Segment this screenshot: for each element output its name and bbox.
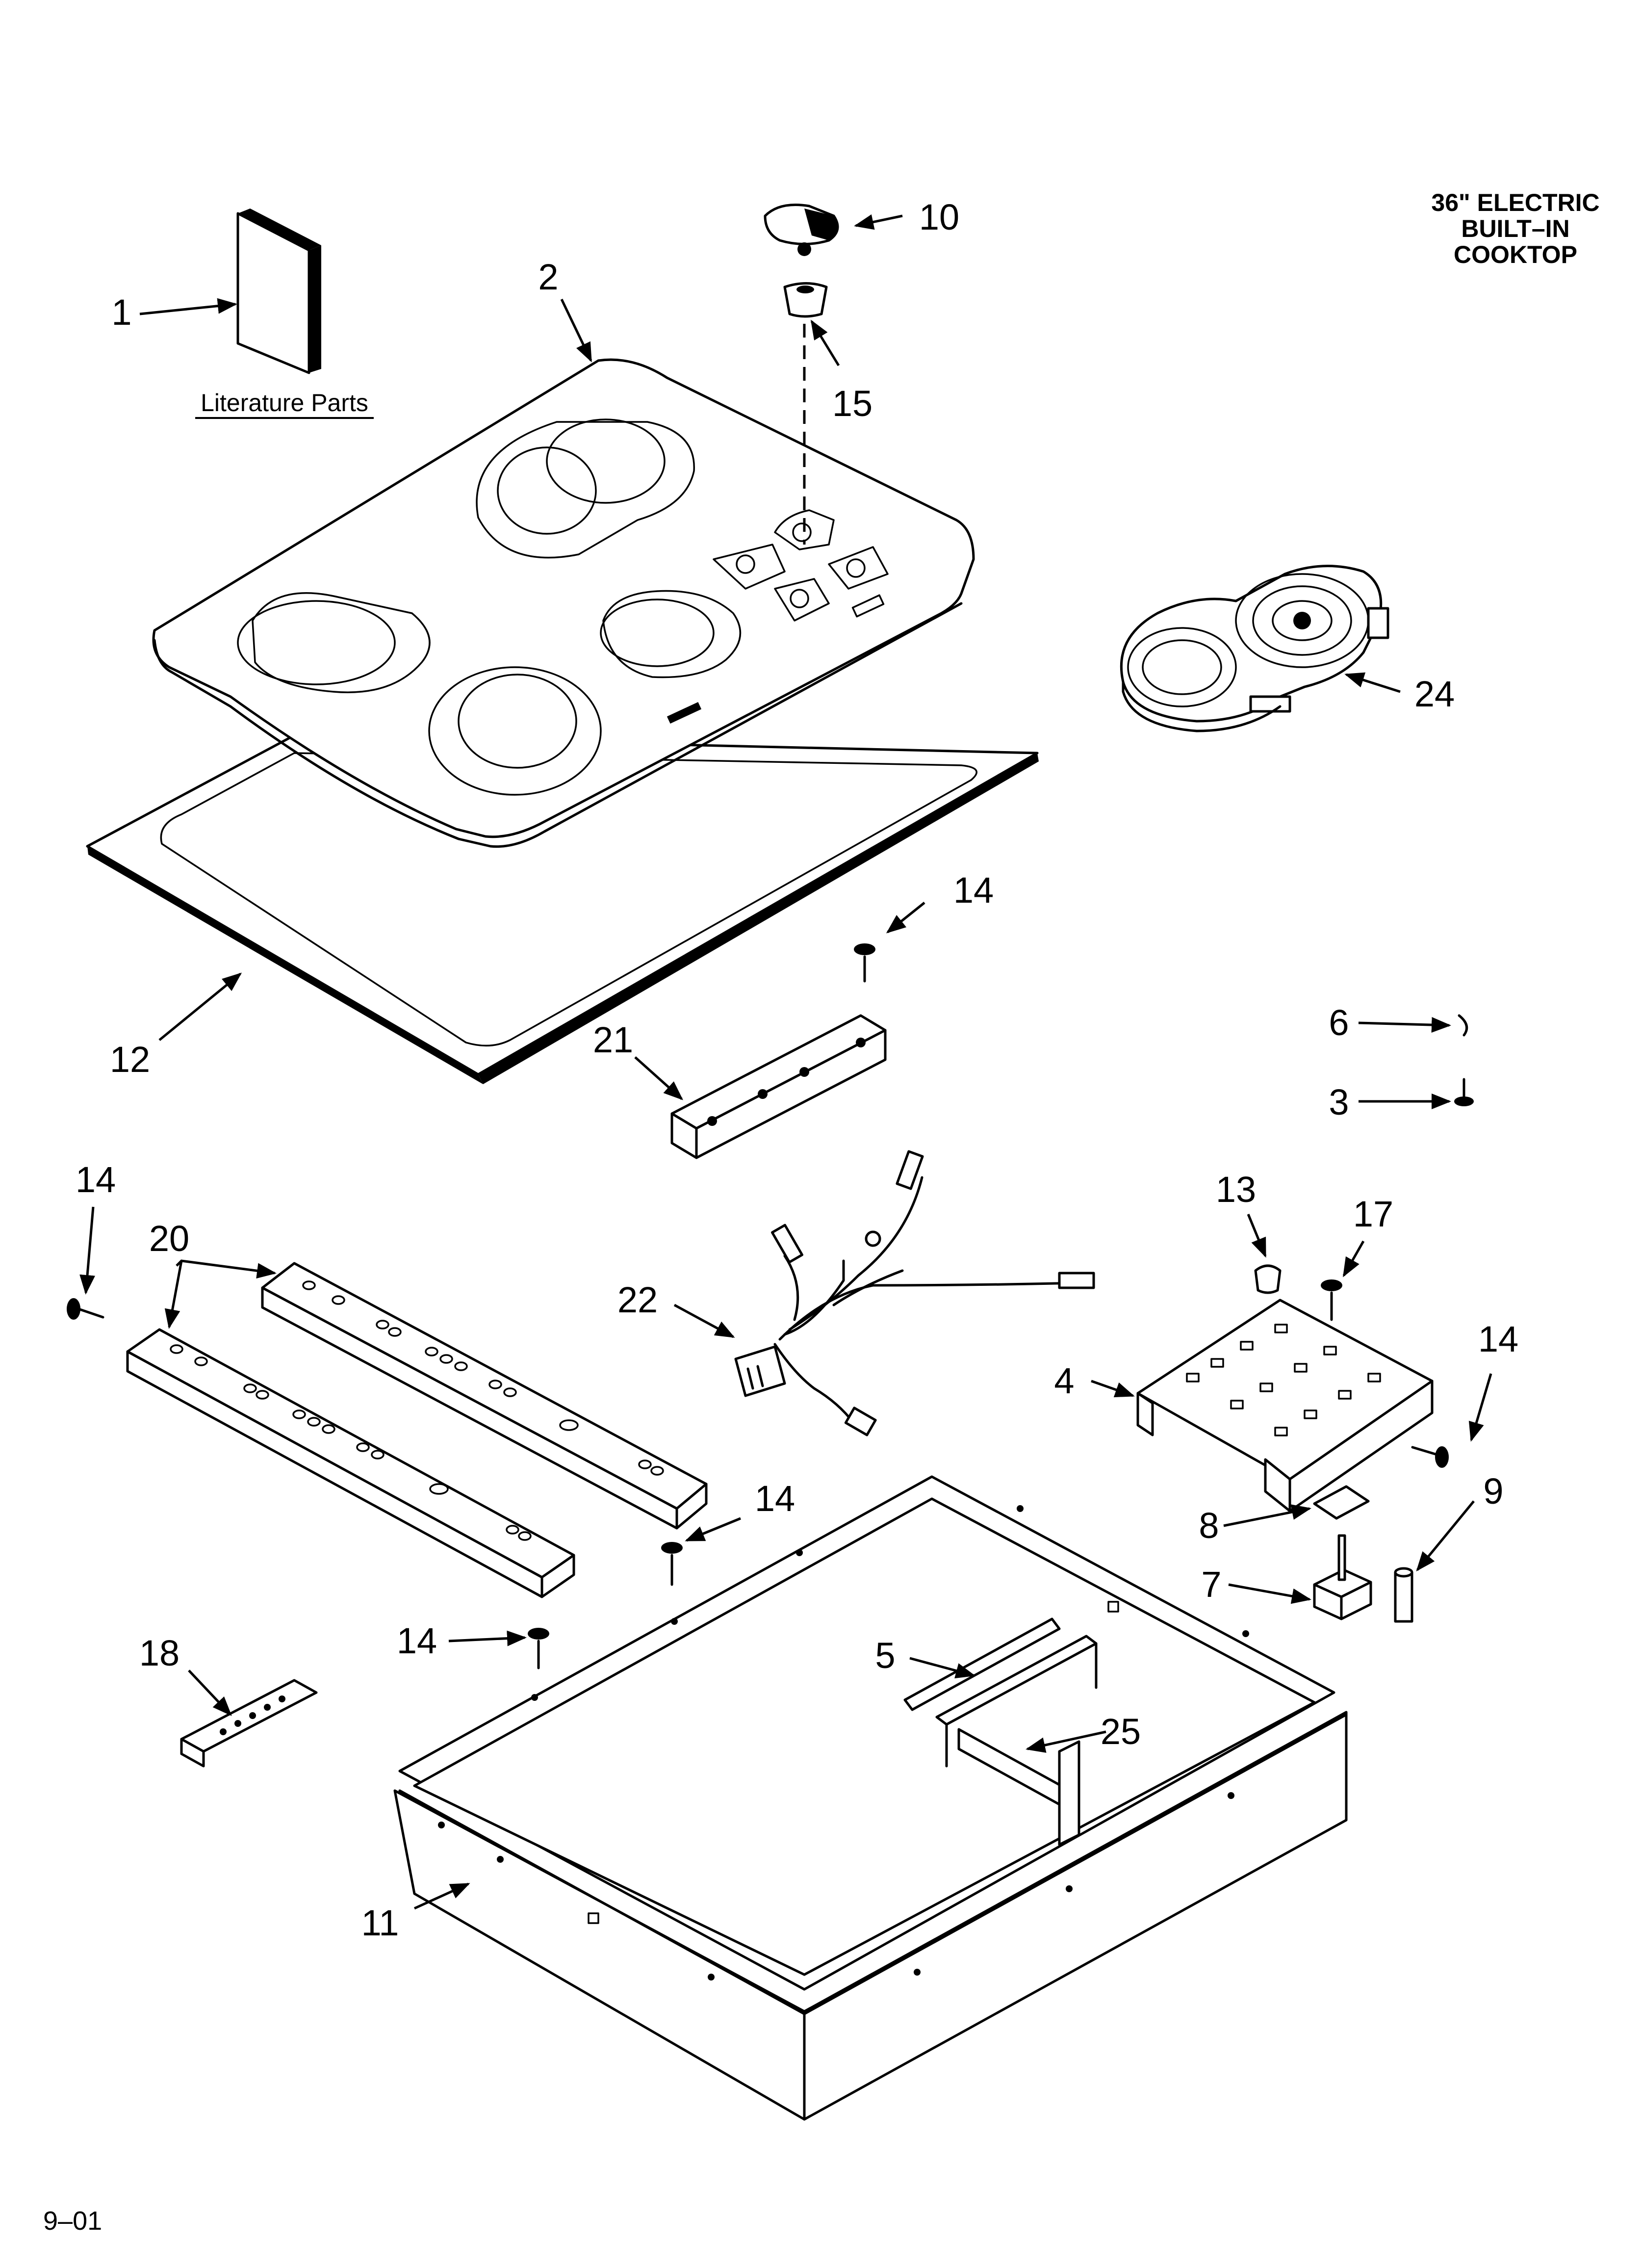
callout-9: 9 — [1483, 1471, 1503, 1512]
screw-14-right — [1411, 1446, 1449, 1468]
callout-5: 5 — [875, 1635, 895, 1676]
support-brace — [935, 1635, 1098, 1846]
infinite-switch — [1313, 1534, 1372, 1620]
wire-harness — [734, 1150, 1095, 1436]
callout-10: 10 — [919, 197, 959, 237]
callout-25: 25 — [1101, 1711, 1141, 1752]
screw-14-left — [67, 1298, 104, 1320]
indicator-light — [1394, 1567, 1413, 1623]
radiant-surface-element — [1120, 565, 1389, 732]
callout-20: 20 — [149, 1218, 189, 1259]
callout-15: 15 — [832, 383, 872, 424]
screw-14-top — [854, 943, 875, 983]
callout-8: 8 — [1199, 1505, 1219, 1546]
callout-17: 17 — [1353, 1194, 1393, 1234]
glass-top-gasket — [86, 734, 1039, 1084]
callout-14-left: 14 — [76, 1159, 116, 1200]
callout-7: 7 — [1201, 1564, 1221, 1605]
knob-spring-clip — [783, 282, 828, 318]
control-knob — [764, 204, 839, 256]
base-pan — [393, 1475, 1348, 2121]
screw-14-lower — [528, 1628, 549, 1669]
callout-14-center: 14 — [755, 1478, 795, 1519]
heat-shield-strip — [903, 1617, 1061, 1711]
callout-14-top: 14 — [953, 870, 994, 911]
callout-18: 18 — [139, 1633, 180, 1673]
diagram-title: 36" ELECTRIC BUILT–IN COOKTOP — [1431, 189, 1599, 268]
callout-6: 6 — [1329, 1002, 1349, 1043]
infinite-switch-bracket — [1136, 1299, 1434, 1512]
callout-3: 3 — [1329, 1082, 1349, 1122]
callout-14-right: 14 — [1478, 1319, 1518, 1359]
callout-24: 24 — [1414, 674, 1455, 714]
callout-2: 2 — [538, 257, 558, 297]
rubber-grommet — [1254, 1264, 1282, 1294]
title-line-2: BUILT–IN — [1461, 215, 1569, 242]
callout-21: 21 — [593, 1019, 633, 1060]
callout-14-lower: 14 — [397, 1620, 437, 1661]
control-knob-pads — [713, 509, 889, 622]
screw-17 — [1321, 1279, 1342, 1321]
callout-numbers: 1 2 10 15 24 12 14 21 6 3 14 20 22 13 17… — [76, 197, 1518, 1943]
revision-code: 9–01 — [43, 2206, 102, 2236]
title-line-1: 36" ELECTRIC — [1431, 189, 1599, 216]
callout-4: 4 — [1054, 1360, 1074, 1401]
callout-13: 13 — [1216, 1169, 1256, 1210]
callout-22: 22 — [617, 1279, 658, 1320]
callout-leader-lines — [79, 214, 1492, 1910]
front-bracket — [670, 1014, 887, 1159]
literature-parts-booklet: Literature Parts — [195, 209, 374, 419]
cooktop-glass-top — [152, 358, 975, 848]
wire-clip-6 — [1458, 1014, 1468, 1037]
screw-3 — [1454, 1078, 1474, 1106]
literature-parts-label: Literature Parts — [201, 389, 368, 417]
screw-14-center — [661, 1542, 683, 1586]
switch-shield — [1313, 1485, 1370, 1520]
callout-12: 12 — [110, 1039, 150, 1080]
callout-1: 1 — [111, 292, 131, 333]
title-line-3: COOKTOP — [1454, 241, 1577, 268]
mounting-bracket-18 — [180, 1679, 318, 1768]
callout-11: 11 — [361, 1903, 399, 1943]
side-brackets — [126, 1262, 708, 1598]
